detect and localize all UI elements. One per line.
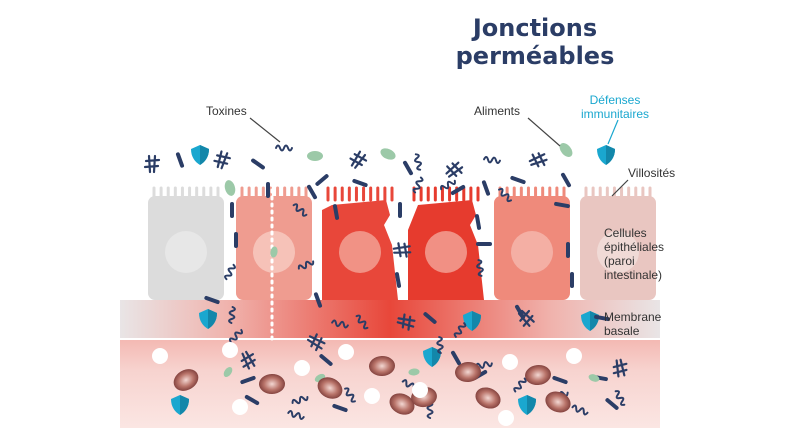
white-cell-icon [152,348,168,364]
label-cellules-line-4: intestinale) [604,268,663,282]
toxin-hash-icon [211,149,233,171]
white-cell-icon [498,410,514,426]
label-cellules-line-2: épithéliales [604,240,665,254]
epithelial-cell [408,186,484,300]
toxin-squiggle-icon [482,155,502,165]
label-cellules-line-1: Cellules [604,226,647,240]
food-particle-icon [378,146,398,162]
label-cellules-epitheliales: Cellules épithéliales (paroi intestinale… [604,226,664,282]
toxin-rod-icon [554,201,570,209]
toxin-hash-icon [143,154,161,174]
shield-icon [597,145,615,165]
blood-cell-icon [545,391,571,413]
epithelial-cell [580,186,656,300]
cell-nucleus [165,231,207,273]
label-villosites: Villosités [628,166,676,180]
toxin-rod-icon [307,184,317,200]
white-cell-icon [222,342,238,358]
epithelial-cell [236,186,312,300]
toxin-hash-icon [442,158,466,182]
cell-nucleus [425,231,467,273]
blood-cell-icon [389,393,415,415]
blood-cell-icon [173,369,199,391]
toxin-rod-icon [450,185,466,195]
label-membrane-line-1: Membrane [604,310,662,324]
white-cell-icon [566,348,582,364]
blood-cell-icon [259,373,285,395]
title-line-1: Jonctions [472,14,598,42]
toxin-rod-icon [510,175,526,185]
toxin-rod-icon [332,204,340,220]
toxin-rod-icon [561,172,571,188]
toxin-rod-icon [481,180,491,196]
white-cell-icon [364,388,380,404]
epithelial-cell [148,186,224,300]
epithelial-cell [322,186,398,300]
label-aliments: Aliments [474,104,521,118]
page-title: Jonctions perméables [440,14,630,70]
toxin-hash-icon [346,148,370,172]
label-defenses-immunitaires: Défenses immunitaires [560,93,670,121]
food-particle-icon [307,151,323,161]
white-cell-icon [232,399,248,415]
white-cell-icon [294,360,310,376]
blood-cell-icon [525,364,551,386]
toxin-squiggle-icon [223,262,237,282]
cell-nucleus [339,231,381,273]
white-cell-icon [412,382,428,398]
toxin-rod-icon [175,152,185,168]
toxin-rod-icon [474,214,482,230]
blood-cell-icon [317,377,343,399]
toxin-rod-icon [394,272,402,288]
white-cell-icon [502,354,518,370]
cell-nucleus [597,231,639,273]
shield-icon [191,145,209,165]
title-line-2: perméables [455,42,615,70]
label-membrane-line-2: basale [604,324,640,338]
blood-cell-icon [475,387,501,409]
toxin-hash-icon [526,149,550,171]
food-particle-icon [557,140,575,160]
toxin-squiggle-icon [275,144,293,152]
toxin-rod-icon [315,174,329,186]
label-defenses-line-2: immunitaires [580,107,649,121]
label-defenses-line-1: Défenses [589,93,641,107]
white-cell-icon [338,344,354,360]
blood-cell-icon [369,355,395,377]
toxin-squiggle-icon [412,152,424,172]
toxin-rod-icon [403,160,413,176]
blood-cell-icon [455,361,481,383]
cell-nucleus [511,231,553,273]
label-toxines: Toxines [206,104,247,118]
toxin-rod-icon [352,178,368,188]
label-cellules-line-3: (paroi [604,254,635,268]
epithelial-cell [494,186,570,300]
toxin-rod-icon [251,158,265,170]
label-membrane-basale: Membrane basale [604,310,661,338]
food-particle-icon [223,178,237,198]
